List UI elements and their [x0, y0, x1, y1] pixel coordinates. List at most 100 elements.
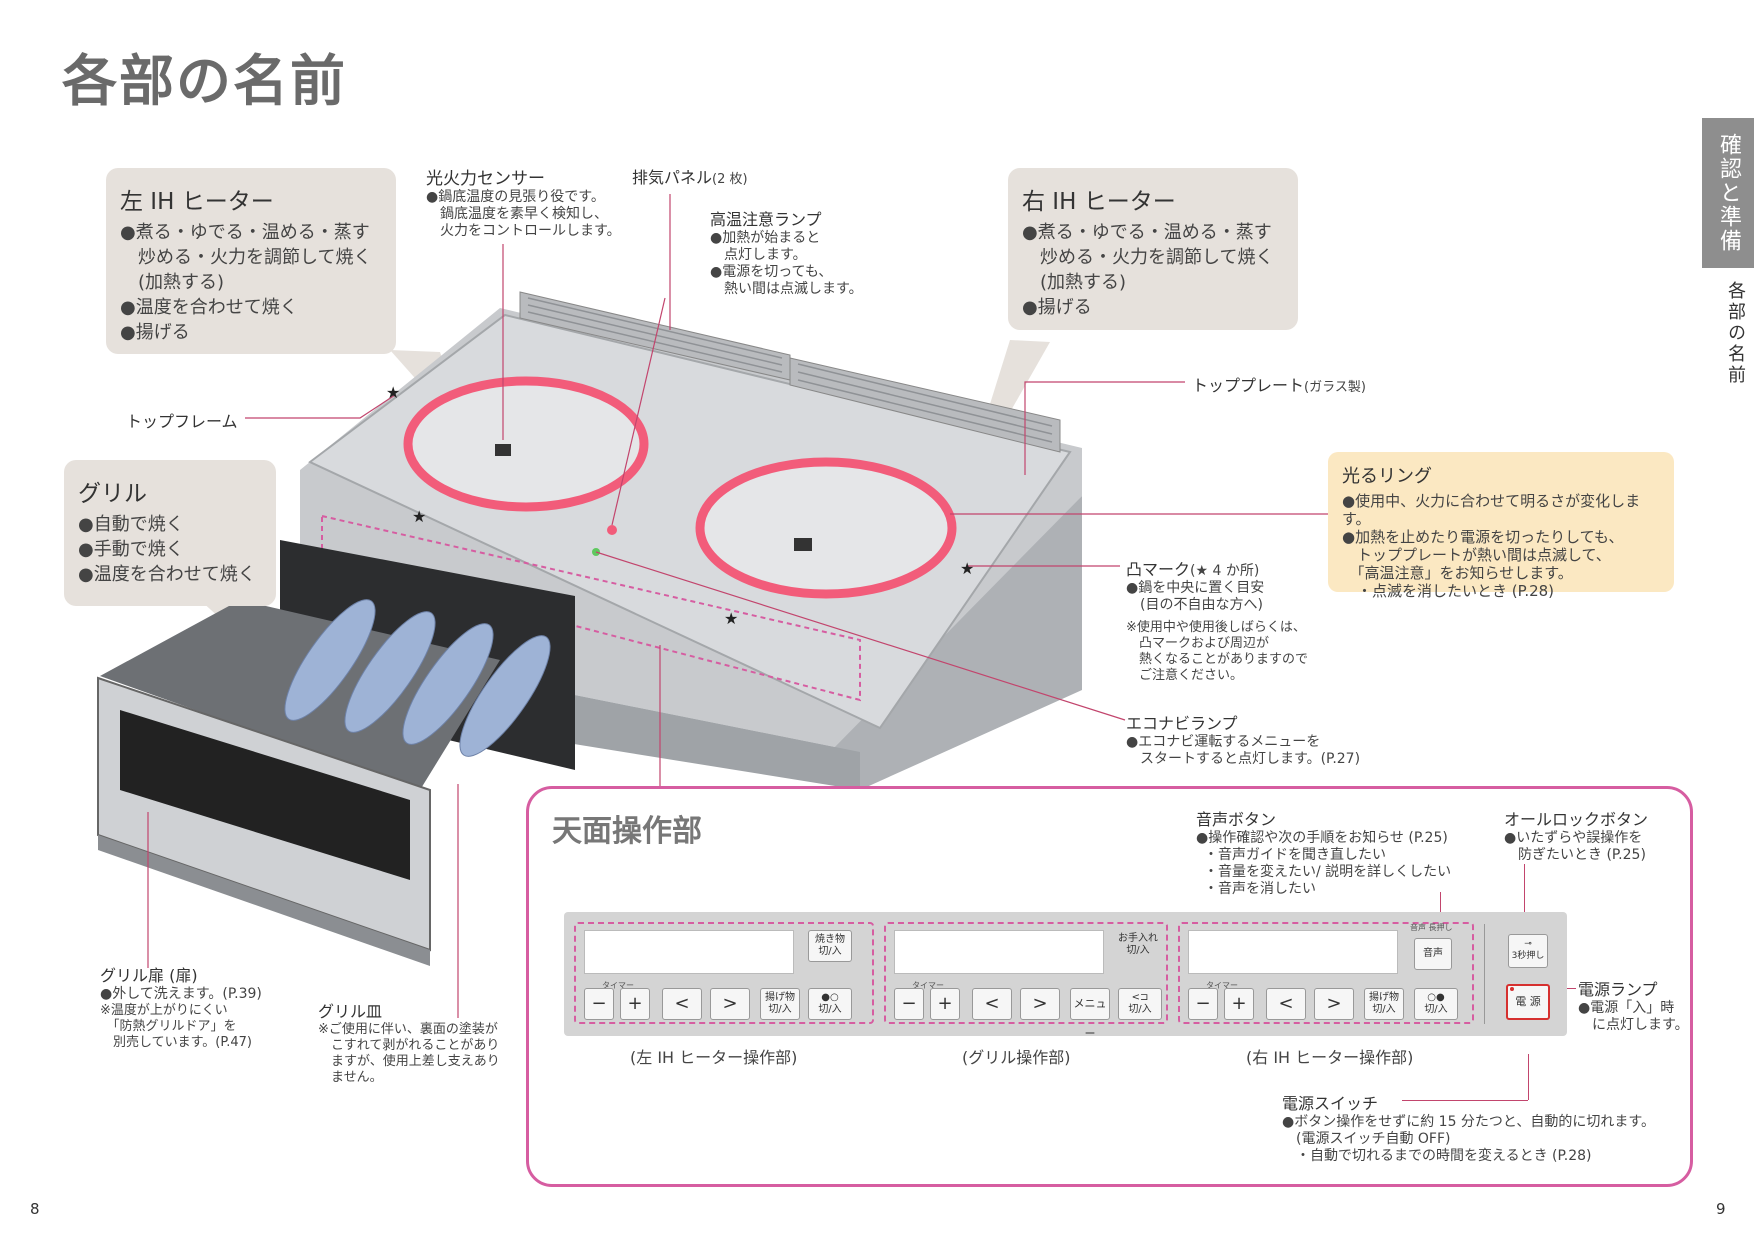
right-heater-caption: (右 IH ヒーター操作部) [1246, 1048, 1414, 1067]
bump-warning: ご注意ください。 [1126, 668, 1244, 683]
sensor-callout: 光火力センサー ●鍋底温度の見張り役です。 鍋底温度を素早く検知し、 火力をコン… [426, 164, 621, 240]
right-heater-onoff-button[interactable]: ○● 切/入 [1414, 988, 1458, 1020]
timer-label: タイマー [602, 981, 634, 990]
grill-door-note: 別売しています。(P.47) [100, 1035, 252, 1050]
lock-leader [1524, 864, 1525, 924]
right-heater-item: ●揚げる [1022, 297, 1092, 318]
left-arrow-button[interactable]: < [972, 988, 1012, 1020]
power-lamp-line: に点灯します。 [1578, 1017, 1689, 1033]
all-lock-button[interactable]: ⊸ 3秒押し [1508, 934, 1548, 968]
menu-button[interactable]: メニュー [1070, 988, 1110, 1040]
bump-line: ●鍋を中央に置く目安 [1126, 580, 1265, 596]
left-heater-callout: 左 IH ヒーター ●煮る・ゆでる・温める・蒸す 炒める・火力を調節して焼く (… [106, 168, 396, 354]
grill-pan-note: こすれて剥がれることがあり [318, 1038, 500, 1053]
agemono-button[interactable]: 揚げ物 切/入 [760, 988, 800, 1020]
plus-button[interactable]: + [620, 988, 650, 1020]
minus-button[interactable]: − [1188, 988, 1218, 1020]
power-switch-label: 電源スイッチ [1282, 1094, 1379, 1113]
sensor-line: ●鍋底温度の見張り役です。 [426, 189, 605, 205]
panel-divider [1484, 924, 1485, 1024]
top-plate-note: (ガラス製) [1304, 380, 1366, 395]
ring-line: 「高温注意」をお知らせします。 [1342, 564, 1573, 582]
plus-button[interactable]: + [1224, 988, 1254, 1020]
right-heater-item: (加熱する) [1022, 272, 1127, 293]
minus-button[interactable]: − [584, 988, 614, 1020]
right-arrow-button[interactable]: > [1314, 988, 1354, 1020]
grill-item: ●温度を合わせて焼く [78, 564, 256, 585]
minus-button[interactable]: − [894, 988, 924, 1020]
hot-lamp-line: ●電源を切っても、 [710, 264, 833, 280]
left-arrow-button[interactable]: < [1266, 988, 1306, 1020]
top-plate-label: トッププレート [1192, 376, 1305, 395]
control-panel-title: 天面操作部 [552, 814, 702, 849]
side-tab: 確認と準備 [1702, 118, 1754, 268]
grill-title: グリル [78, 481, 147, 507]
lock-line: ●いたずらや誤操作を [1504, 830, 1643, 846]
power-lamp-callout: 電源ランプ ●電源「入」時 に点灯します。 [1578, 976, 1689, 1034]
bump-callout: 凸マーク(★ 4 か所) ●鍋を中央に置く目安 (目の不自由な方へ) ※使用中や… [1126, 556, 1308, 684]
voice-label: 音声ボタン [1196, 810, 1277, 829]
grill-item: ●手動で焼く [78, 539, 184, 560]
grill-pan-note: ますが、使用上差し支えあり [318, 1054, 500, 1069]
grill-pan-callout: グリル皿 ※ご使用に伴い、裏面の塗装が こすれて剥がれることがあり ますが、使用… [318, 998, 500, 1086]
hot-lamp [607, 525, 617, 535]
right-heater-item: ●煮る・ゆでる・温める・蒸す [1022, 222, 1272, 243]
voice-line: ・音声ガイドを聞き直したい [1204, 847, 1386, 863]
left-heater-item: 炒める・火力を調節して焼く [120, 247, 372, 268]
bump-label: 凸マーク [1126, 560, 1191, 579]
lock-button-callout: オールロックボタン ●いたずらや誤操作を 防ぎたいとき (P.25) [1504, 806, 1648, 864]
timer-label: タイマー [912, 981, 944, 990]
sensor-line: 火力をコントロールします。 [426, 223, 621, 239]
exhaust-label: 排気パネル [632, 168, 713, 187]
voice-button-callout: 音声ボタン ●操作確認や次の手順をお知らせ (P.25) ・音声ガイドを聞き直し… [1196, 806, 1451, 898]
right-heater-ring [695, 457, 957, 599]
top-plate-callout: トッププレート(ガラス製) [1192, 372, 1366, 396]
left-display [584, 930, 794, 974]
sensor-label: 光火力センサー [426, 169, 545, 189]
ring-line: ●加熱を止めたり電源を切ったりしても、 [1342, 528, 1624, 546]
timer-label: タイマー [1206, 981, 1238, 990]
econavi-line: ●エコナビ運転するメニューを [1126, 734, 1321, 750]
power-switch-line: ・自動で切れるまでの時間を変えるとき (P.28) [1282, 1148, 1592, 1164]
right-heater-callout: 右 IH ヒーター ●煮る・ゆでる・温める・蒸す 炒める・火力を調節して焼く (… [1008, 168, 1298, 330]
exhaust-panel-2 [789, 357, 1061, 453]
agemono-button[interactable]: 揚げ物 切/入 [1364, 988, 1404, 1020]
left-heater-item: ●煮る・ゆでる・温める・蒸す [120, 222, 370, 243]
yakimono-button[interactable]: 焼き物 切/入 [808, 930, 852, 962]
lock-line: 防ぎたいとき (P.25) [1504, 847, 1646, 863]
voice-line: ・音量を変えたい/ 説明を詳しくしたい [1204, 864, 1452, 880]
grill-display [894, 930, 1104, 974]
left-arrow-button[interactable]: < [662, 988, 702, 1020]
voice-button[interactable]: 音声 [1414, 938, 1452, 970]
plus-button[interactable]: + [930, 988, 960, 1020]
voice-line: ●操作確認や次の手順をお知らせ (P.25) [1196, 830, 1448, 846]
power-lamp-line: ●電源「入」時 [1578, 1000, 1675, 1016]
right-heater-controls: 音声 長押し 音声 タイマー − + < > 揚げ物 切/入 ○● 切/入 [1178, 922, 1474, 1024]
page-number-right: 9 [1716, 1200, 1726, 1218]
page-number-left: 8 [30, 1200, 40, 1218]
bump-line: (目の不自由な方へ) [1126, 597, 1263, 613]
left-heater-onoff-button[interactable]: ●○ 切/入 [808, 988, 852, 1020]
voice-long-press-label: 音声 長押し [1410, 923, 1453, 932]
bump-star-3: ★ [724, 609, 738, 628]
grill-pan-note: ※ご使用に伴い、裏面の塗装が [318, 1022, 498, 1037]
right-display [1188, 930, 1398, 974]
econavi-label: エコナビランプ [1126, 714, 1238, 733]
power-button[interactable]: 電 源 [1506, 984, 1550, 1020]
right-heater-title: 右 IH ヒーター [1022, 189, 1176, 215]
grill-controls: お手入れ 切/入 タイマー − + < > メニュー <⊐ 切/入 [884, 922, 1168, 1040]
hot-lamp-line: 熱い間は点滅します。 [710, 281, 863, 297]
grill-onoff-button[interactable]: <⊐ 切/入 [1118, 988, 1162, 1020]
ring-title: 光るリング [1342, 466, 1432, 487]
left-heater-item: ●揚げる [120, 322, 190, 343]
oteire-button[interactable]: お手入れ 切/入 [1116, 930, 1160, 962]
bump-star-2: ★ [412, 507, 426, 526]
econavi-callout: エコナビランプ ●エコナビ運転するメニューを スタートすると点灯します。(P.2… [1126, 710, 1360, 768]
right-arrow-button[interactable]: > [710, 988, 750, 1020]
power-switch-line: (電源スイッチ自動 OFF) [1282, 1131, 1451, 1147]
right-heater-item: 炒める・火力を調節して焼く [1022, 247, 1274, 268]
right-arrow-button[interactable]: > [1020, 988, 1060, 1020]
exhaust-note: (2 枚) [712, 172, 748, 187]
grill-pan-note: ません。 [318, 1070, 383, 1085]
